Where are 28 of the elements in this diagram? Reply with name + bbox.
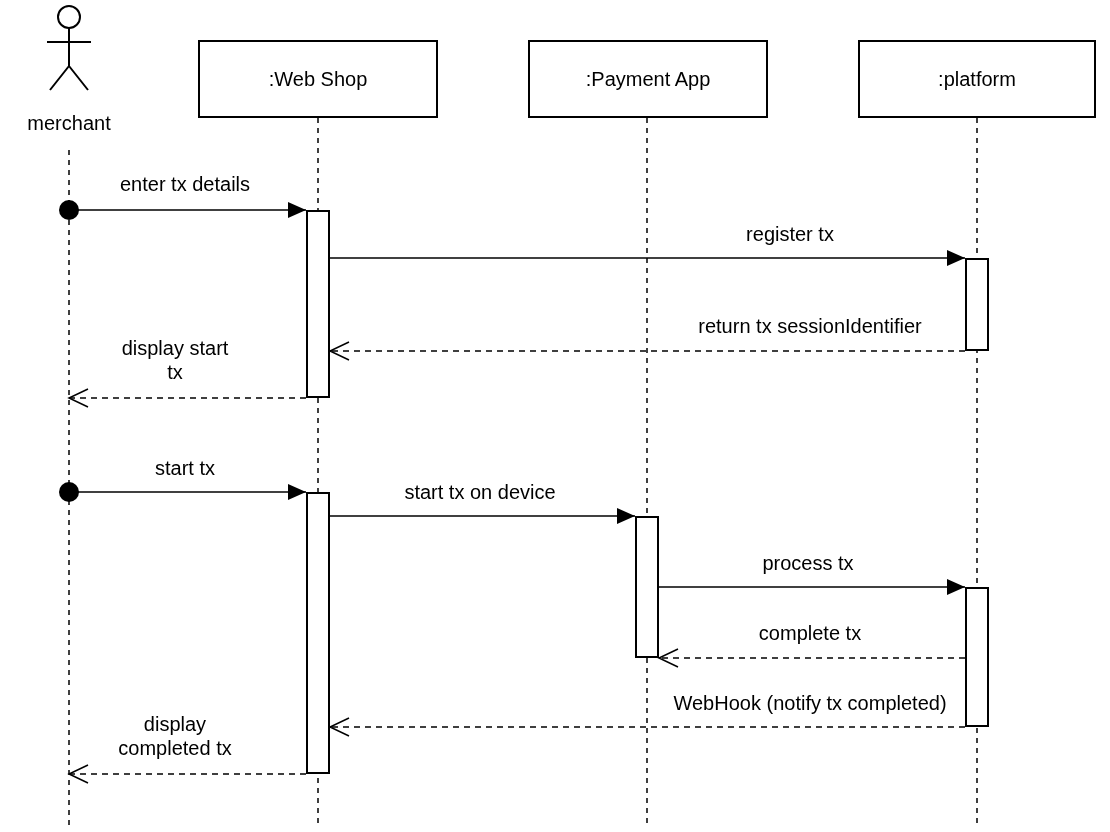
lifeline-head: :Web Shop <box>198 40 438 118</box>
message-label: display start tx <box>120 336 230 384</box>
message-label: start tx on device <box>403 480 557 504</box>
lifeline-head: :Payment App <box>528 40 768 118</box>
activation-bar <box>635 516 659 658</box>
message-label: return tx sessionIdentifier <box>697 314 923 338</box>
message-label: WebHook (notify tx completed) <box>672 691 948 715</box>
activation-bar <box>306 210 330 398</box>
return-message-arrow <box>329 717 966 737</box>
message-label: register tx <box>745 222 835 246</box>
lifeline-head: :platform <box>858 40 1096 118</box>
message-label: enter tx details <box>118 172 252 196</box>
message-arrow <box>59 200 307 220</box>
activation-bar <box>965 258 989 351</box>
message-arrow <box>329 508 636 524</box>
message-label: process tx <box>761 551 855 575</box>
activation-bar <box>306 492 330 774</box>
message-label: start tx <box>154 456 216 480</box>
message-label: display completed tx <box>117 712 233 760</box>
return-message-arrow <box>329 341 966 361</box>
message-arrow <box>658 579 966 595</box>
return-message-arrow <box>68 388 307 408</box>
return-message-arrow <box>68 764 307 784</box>
message-arrow <box>329 250 966 266</box>
activation-bar <box>965 587 989 727</box>
return-message-arrow <box>658 648 966 668</box>
message-arrow <box>59 482 307 502</box>
message-label: complete tx <box>757 621 863 645</box>
